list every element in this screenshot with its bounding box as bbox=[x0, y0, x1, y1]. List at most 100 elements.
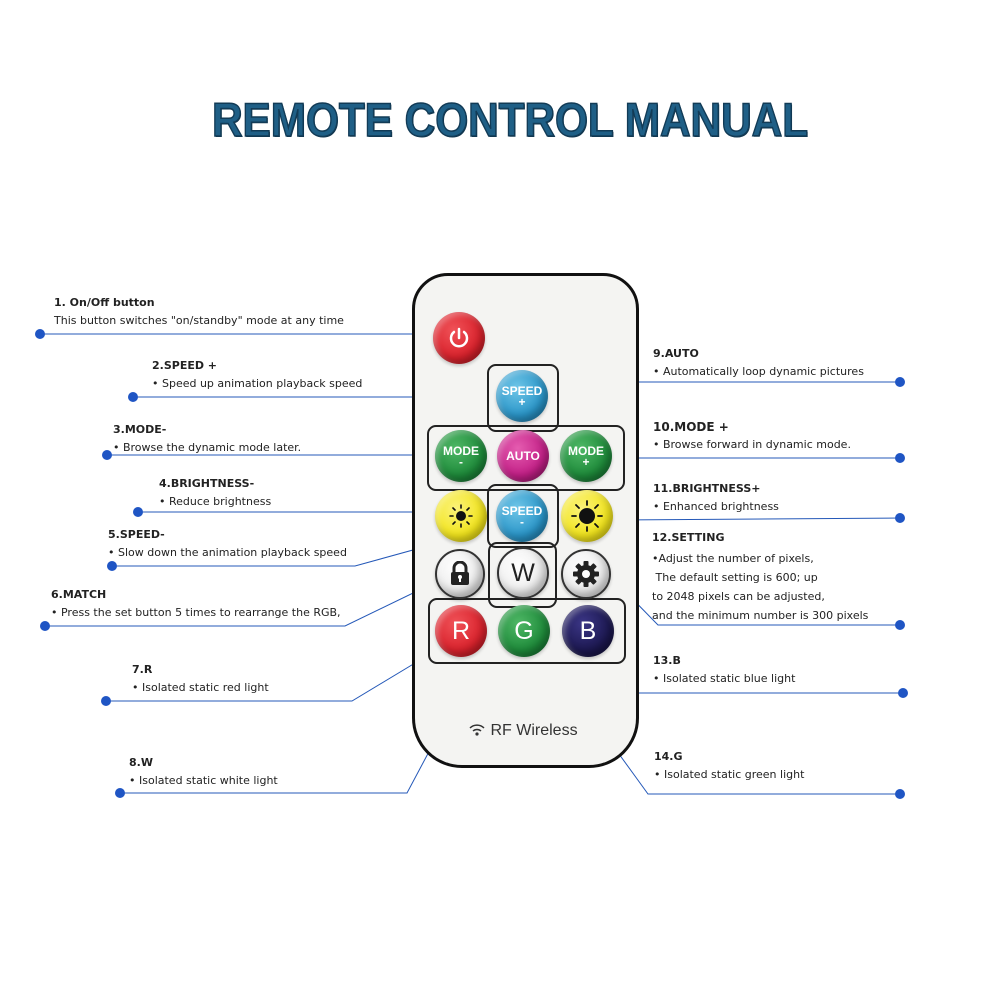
label-desc: • Slow down the animation playback speed bbox=[108, 546, 347, 559]
label-heading: 11.BRIGHTNESS+ bbox=[653, 482, 761, 495]
button-label: - bbox=[520, 514, 524, 529]
label-desc: • Browse the dynamic mode later. bbox=[113, 441, 302, 454]
label-r: 7.R • Isolated static red light bbox=[132, 663, 269, 695]
white-button[interactable]: W bbox=[497, 547, 549, 599]
label-desc: • Isolated static blue light bbox=[653, 672, 796, 685]
lock-icon bbox=[451, 561, 469, 585]
red-button[interactable]: R bbox=[435, 605, 487, 657]
sun-small-icon bbox=[449, 504, 473, 528]
label-g: 14.G • Isolated static green light bbox=[654, 750, 804, 782]
button-label: R bbox=[451, 616, 471, 645]
brand-label: RF Wireless bbox=[468, 722, 578, 740]
label-match: 6.MATCH • Press the set button 5 times t… bbox=[51, 588, 341, 620]
brightness-minus-button[interactable] bbox=[435, 490, 487, 542]
sun-large-icon bbox=[571, 500, 603, 532]
label-bright-minus: 4.BRIGHTNESS- • Reduce brightness bbox=[159, 477, 271, 509]
connector-bright-plus bbox=[611, 517, 901, 521]
auto-button[interactable]: AUTO bbox=[497, 430, 549, 482]
button-label: B bbox=[579, 616, 597, 645]
label-desc-line: to 2048 pixels can be adjusted, bbox=[652, 590, 825, 603]
dot-bright-plus bbox=[895, 513, 905, 523]
dot-speed-plus bbox=[128, 392, 138, 402]
label-desc: • Isolated static green light bbox=[654, 768, 805, 781]
green-button[interactable]: G bbox=[498, 605, 550, 657]
label-desc: • Enhanced brightness bbox=[653, 500, 779, 513]
label-heading: 7.R bbox=[132, 663, 153, 676]
dot-r bbox=[101, 696, 111, 706]
brand-text: RF Wireless bbox=[490, 722, 578, 739]
label-desc-line: The default setting is 600; up bbox=[652, 571, 818, 584]
label-heading: 10.MODE + bbox=[653, 420, 729, 434]
label-desc: • Automatically loop dynamic pictures bbox=[653, 365, 864, 378]
dot-mode-plus bbox=[895, 453, 905, 463]
mode-plus-button[interactable]: MODE + bbox=[560, 430, 612, 482]
label-heading: 13.B bbox=[653, 654, 681, 667]
dot-speed-minus bbox=[107, 561, 117, 571]
label-heading: 4.BRIGHTNESS- bbox=[159, 477, 255, 490]
button-label: - bbox=[459, 454, 463, 469]
label-heading: 9.AUTO bbox=[653, 347, 699, 360]
label-desc: • Speed up animation playback speed bbox=[152, 377, 363, 390]
dot-bright-minus bbox=[133, 507, 143, 517]
dot-auto bbox=[895, 377, 905, 387]
label-speed-minus: 5.SPEED- • Slow down the animation playb… bbox=[108, 528, 347, 560]
button-label: G bbox=[514, 616, 534, 645]
label-setting: 12.SETTING •Adjust the number of pixels,… bbox=[652, 531, 868, 625]
label-heading: 12.SETTING bbox=[652, 531, 725, 544]
label-desc: This button switches "on/standby" mode a… bbox=[54, 314, 344, 327]
power-icon bbox=[449, 327, 469, 348]
button-label: SPEED bbox=[501, 503, 543, 518]
dot-g bbox=[895, 789, 905, 799]
label-auto: 9.AUTO • Automatically loop dynamic pict… bbox=[653, 347, 864, 379]
label-heading: 5.SPEED- bbox=[108, 528, 165, 541]
frame-rgb-row bbox=[428, 598, 626, 664]
label-heading: 14.G bbox=[654, 750, 683, 763]
mode-minus-button[interactable]: MODE - bbox=[435, 430, 487, 482]
brightness-plus-button[interactable] bbox=[561, 490, 613, 542]
dot-w bbox=[115, 788, 125, 798]
connector-match bbox=[45, 579, 441, 627]
label-desc: • Browse forward in dynamic mode. bbox=[653, 438, 851, 451]
label-onoff: 1. On/Off button This button switches "o… bbox=[54, 296, 344, 328]
label-mode-plus: 10.MODE + • Browse forward in dynamic mo… bbox=[653, 420, 851, 452]
label-desc-line: and the minimum number is 300 pixels bbox=[652, 609, 869, 622]
button-label: W bbox=[511, 558, 535, 587]
label-heading: 2.SPEED + bbox=[152, 359, 218, 372]
label-desc: • Press the set button 5 times to rearra… bbox=[51, 606, 341, 619]
label-desc: • Reduce brightness bbox=[159, 495, 272, 508]
speed-up-button[interactable]: SPEED + bbox=[496, 370, 548, 422]
button-label: AUTO bbox=[506, 449, 540, 463]
label-heading: 1. On/Off button bbox=[54, 296, 155, 309]
dot-onoff bbox=[35, 329, 45, 339]
button-label: MODE bbox=[568, 443, 604, 458]
setting-button[interactable] bbox=[561, 549, 611, 599]
button-label: + bbox=[518, 394, 526, 409]
button-label: + bbox=[582, 454, 590, 469]
dot-setting bbox=[895, 620, 905, 630]
label-heading: 3.MODE- bbox=[113, 423, 167, 436]
dot-match bbox=[40, 621, 50, 631]
label-desc: • Isolated static red light bbox=[132, 681, 269, 694]
label-speed-plus: 2.SPEED + • Speed up animation playback … bbox=[152, 359, 362, 391]
label-bright-plus: 11.BRIGHTNESS+ • Enhanced brightness bbox=[653, 482, 779, 514]
match-button[interactable] bbox=[435, 549, 485, 599]
label-w: 8.W • Isolated static white light bbox=[129, 756, 278, 788]
label-b: 13.B • Isolated static blue light bbox=[653, 654, 795, 686]
label-mode-minus: 3.MODE- • Browse the dynamic mode later. bbox=[113, 423, 301, 455]
speed-down-button[interactable]: SPEED - bbox=[496, 490, 548, 542]
power-button[interactable] bbox=[433, 312, 485, 364]
button-label: MODE bbox=[443, 443, 479, 458]
wifi-icon bbox=[469, 724, 485, 736]
dot-b bbox=[898, 688, 908, 698]
label-heading: 6.MATCH bbox=[51, 588, 107, 601]
connector-r bbox=[106, 647, 441, 702]
label-desc-line: •Adjust the number of pixels, bbox=[652, 552, 814, 565]
label-desc: • Isolated static white light bbox=[129, 774, 278, 787]
label-heading: 8.W bbox=[129, 756, 153, 769]
dot-mode-minus bbox=[102, 450, 112, 460]
page-title: REMOTE CONTROL MANUAL bbox=[211, 92, 809, 147]
button-label: SPEED bbox=[501, 383, 543, 398]
blue-button[interactable]: B bbox=[562, 605, 614, 657]
gear-icon bbox=[573, 561, 599, 587]
